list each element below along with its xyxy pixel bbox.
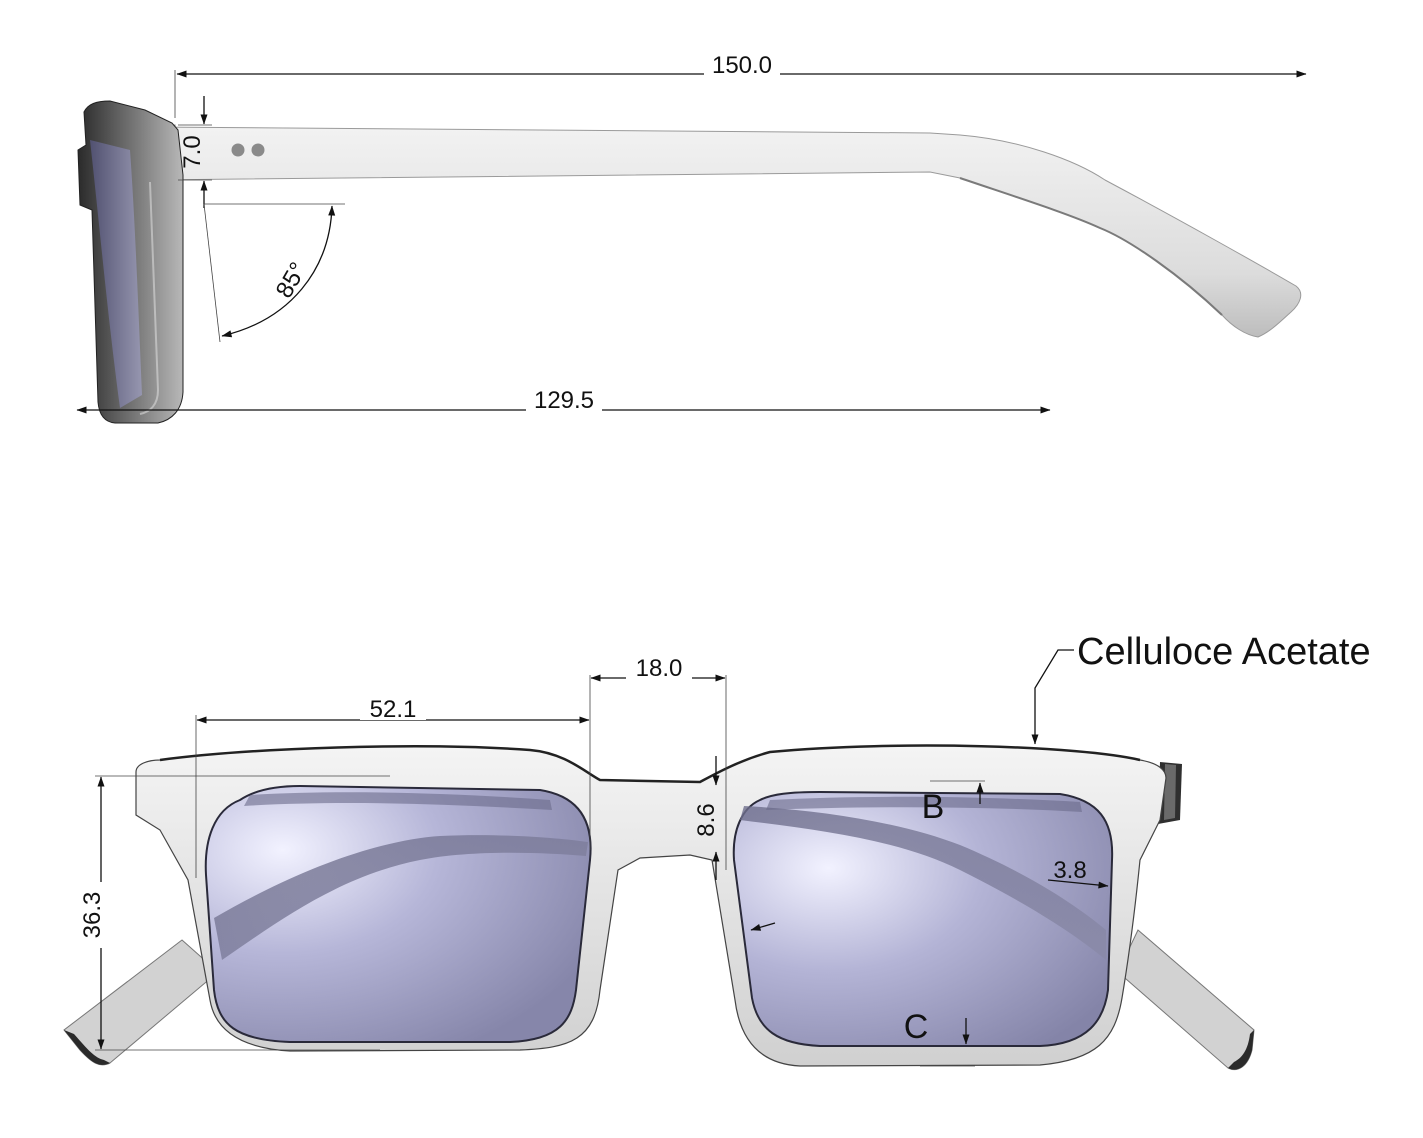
right-hinge-highlight [1164,764,1176,820]
left-temple-arm [63,939,219,1066]
material-label: Celluloce Acetate [1077,631,1371,673]
lens-width-label: 52.1 [370,696,417,723]
pantoscopic-angle-label: 85° [271,258,313,303]
bridge-width-label: 18.0 [636,655,683,682]
side-view: 150.0 7.0 85° 129.5 [76,52,1307,424]
right-lens-top-shade [766,796,1082,812]
label-bg [704,52,780,78]
rivet-icon [231,143,245,157]
front-view: 52.1 18.0 36.3 8.6 B 3.8 C Celluloce Ace… [63,631,1371,1071]
label-bg [526,387,602,413]
left-lens-temple-reflection [214,835,588,960]
marker-b-label: B [922,788,945,826]
label-bg [626,655,692,679]
rim-thickness-arrow-inner [750,922,776,931]
rim-thickness-arrow [1047,879,1109,889]
marker-c-label: C [904,1008,929,1046]
temple-arm [149,126,1302,338]
temple-shade [959,177,1223,316]
frame-top-edge [159,744,1141,784]
hinge-height-label: 7.0 [179,135,206,168]
side-lens [90,140,142,408]
bridge-height-label: 8.6 [693,803,720,836]
label-bg [360,696,426,720]
right-lens-temple-reflection [740,806,1106,960]
rim-thickness-label: 3.8 [1053,857,1086,884]
right-lens [732,790,1114,1047]
lens-height-label: 36.3 [79,892,106,939]
right-temple-arm [1117,929,1255,1071]
left-lens-top-shade [244,792,552,810]
left-temple-tip [64,1030,110,1065]
angle-arc [221,205,336,338]
rivet-icon [251,143,265,157]
right-temple-tip [1228,1030,1254,1070]
angle-reference-line [203,203,221,343]
temple-length-label: 129.5 [534,387,594,414]
label-bg [80,882,104,948]
material-leader-line [1031,649,1074,745]
overall-length-label: 150.0 [712,52,772,79]
